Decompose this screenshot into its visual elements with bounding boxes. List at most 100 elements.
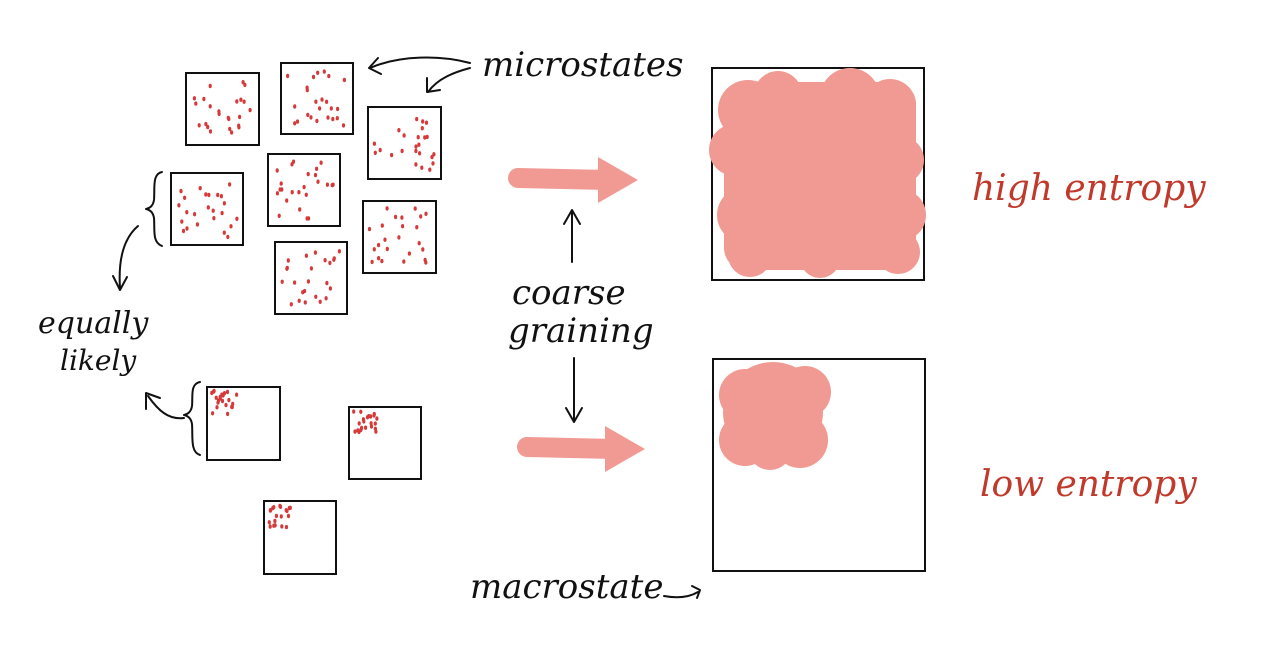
particle-dot xyxy=(394,214,398,220)
particle-dot xyxy=(421,247,425,252)
particle-dot xyxy=(235,216,239,221)
particle-dot xyxy=(397,128,401,133)
particle-dot xyxy=(274,513,278,519)
filled-blob-low xyxy=(719,362,831,470)
particle-dot xyxy=(230,404,234,410)
particle-dot xyxy=(373,421,377,426)
particle-dot xyxy=(322,69,326,74)
particle-dot xyxy=(211,411,215,416)
particle-dot xyxy=(192,96,196,101)
particle-dot xyxy=(417,142,421,147)
particle-dot xyxy=(181,228,186,234)
particle-dot xyxy=(303,288,307,294)
particle-dot xyxy=(284,524,289,530)
particle-dot xyxy=(185,210,189,215)
particle-dot xyxy=(365,415,370,420)
microstate-box-spread-3 xyxy=(367,106,442,180)
particle-dot xyxy=(313,172,318,178)
particle-dot xyxy=(210,390,214,396)
particle-dot xyxy=(380,258,384,264)
particle-dot xyxy=(400,148,404,154)
particle-dot xyxy=(331,116,335,122)
particle-dot xyxy=(357,421,361,426)
particle-dot xyxy=(385,246,389,252)
brace-icon xyxy=(183,381,201,456)
particle-dot xyxy=(356,428,360,433)
particle-dot xyxy=(267,520,271,525)
particle-dot xyxy=(324,296,328,301)
particle-dot xyxy=(337,249,341,254)
particle-dot xyxy=(325,182,329,187)
particle-dot xyxy=(285,198,289,203)
particle-dot xyxy=(206,205,210,210)
particle-dot xyxy=(193,212,197,217)
particle-dot xyxy=(277,213,281,218)
particle-dot xyxy=(183,195,187,200)
particle-dot xyxy=(185,226,189,231)
particle-dot xyxy=(327,73,331,79)
particle-dot xyxy=(323,258,327,263)
particle-dot xyxy=(279,181,283,186)
particle-dot xyxy=(177,203,181,208)
particle-dot xyxy=(220,398,225,404)
microstate-box-spread-5 xyxy=(267,153,341,227)
particle-dot xyxy=(424,120,429,125)
particle-dot xyxy=(431,161,435,166)
graining-label: graining xyxy=(508,311,654,351)
particle-dot xyxy=(419,214,423,219)
particle-dot xyxy=(198,186,202,191)
particle-dot xyxy=(372,141,376,146)
particle-dot xyxy=(305,85,309,90)
particle-dot xyxy=(226,411,230,417)
particle-dot xyxy=(420,165,424,170)
particle-dot xyxy=(235,392,239,397)
particle-dot xyxy=(430,154,434,160)
particle-dot xyxy=(369,421,373,426)
particle-dot xyxy=(280,279,284,284)
particle-dot xyxy=(380,223,384,228)
particle-dot xyxy=(314,99,318,104)
particle-dot xyxy=(285,508,289,514)
particle-dot xyxy=(306,171,310,177)
microstate-box-spread-1 xyxy=(185,72,260,146)
filled-blob-high xyxy=(709,68,926,278)
particle-dot xyxy=(328,260,332,266)
particle-dot xyxy=(280,524,284,529)
particle-dot xyxy=(315,166,319,171)
particle-dot xyxy=(335,116,339,121)
particle-dot xyxy=(420,126,424,131)
high-entropy-label: high entropy xyxy=(972,168,1206,209)
particle-dot xyxy=(341,123,346,128)
particle-dot xyxy=(268,508,272,513)
particle-dot xyxy=(293,104,297,109)
particle-dot xyxy=(179,188,183,194)
particle-dot xyxy=(415,225,419,230)
particle-dot xyxy=(424,211,428,216)
particle-dot xyxy=(309,115,313,120)
particle-dot xyxy=(298,207,302,212)
microstates-label: microstates xyxy=(482,45,684,85)
particle-dot xyxy=(342,77,346,83)
particle-dot xyxy=(297,190,301,195)
particle-dot xyxy=(414,162,418,167)
particle-dot xyxy=(195,222,199,227)
particle-dot xyxy=(373,426,377,431)
particle-dot xyxy=(286,513,291,519)
particle-dot xyxy=(290,190,294,195)
particle-dot xyxy=(293,280,297,285)
particle-dot xyxy=(413,206,417,211)
particle-dot xyxy=(306,279,310,284)
particle-dot xyxy=(286,73,290,79)
particle-dot xyxy=(221,393,225,398)
particle-dot xyxy=(397,235,401,240)
low-entropy-label: low entropy xyxy=(980,464,1197,505)
likely-label: likely xyxy=(60,344,137,377)
particle-dot xyxy=(402,133,406,138)
particle-dot xyxy=(378,147,382,153)
particle-dot xyxy=(309,266,313,271)
particle-dot xyxy=(204,121,208,127)
particle-dot xyxy=(278,503,282,509)
particle-dot xyxy=(279,514,283,519)
particle-dot xyxy=(353,429,357,434)
